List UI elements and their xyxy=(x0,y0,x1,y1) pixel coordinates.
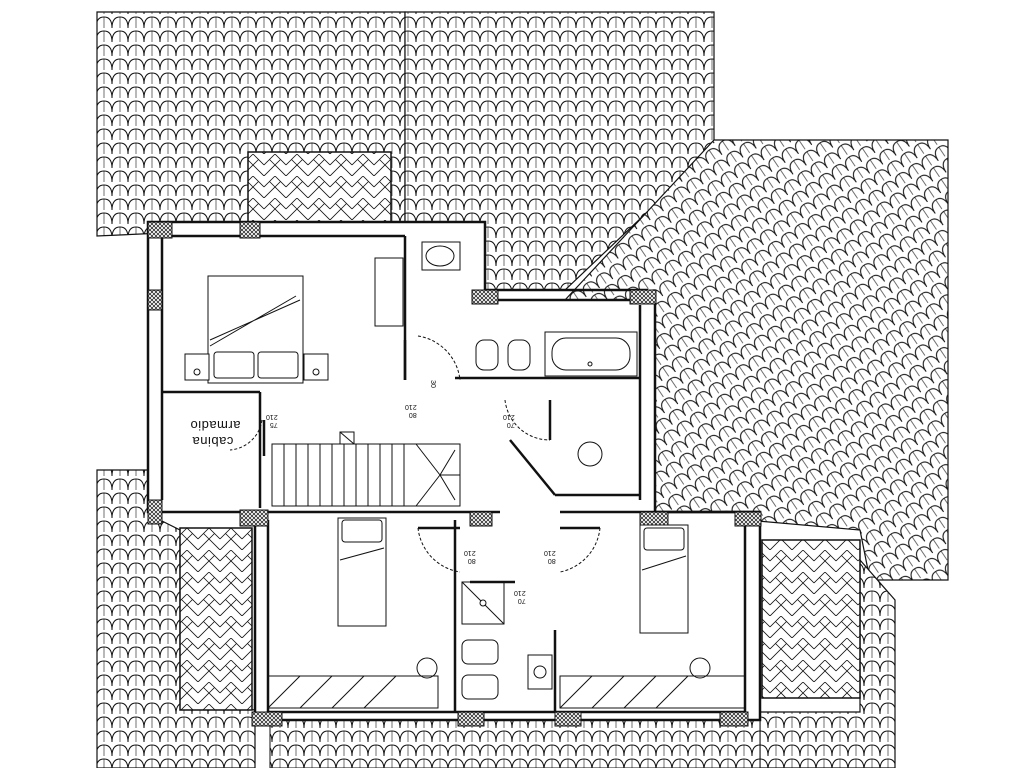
roof-bottom-center xyxy=(269,719,761,768)
door-swings xyxy=(229,335,601,573)
staircase xyxy=(271,431,461,507)
room-label-line1: cabina xyxy=(192,434,234,449)
wardrobe-left xyxy=(267,675,439,709)
double-bed xyxy=(184,275,329,384)
single-bed-right xyxy=(639,524,689,634)
wardrobe-right xyxy=(559,675,746,709)
toilet-top xyxy=(475,339,531,371)
roof-tiles xyxy=(96,11,949,768)
pillars xyxy=(147,221,762,727)
sink-top xyxy=(421,241,461,271)
bottom-bath-fixtures xyxy=(461,639,553,700)
wardrobe-top xyxy=(374,257,404,327)
bathtub xyxy=(544,331,638,377)
dimension-extra: 30 xyxy=(428,380,436,388)
single-bed-left xyxy=(337,517,387,627)
door-leaves xyxy=(262,340,600,584)
terrace-left xyxy=(179,527,253,711)
room-label-line2: armadio xyxy=(190,418,241,433)
stoves xyxy=(416,441,711,679)
terrace-right xyxy=(761,539,861,699)
shower xyxy=(461,581,505,625)
roof-bottom-right xyxy=(759,558,896,768)
herringbone-terraces xyxy=(179,151,861,711)
terrace-top xyxy=(247,151,392,225)
